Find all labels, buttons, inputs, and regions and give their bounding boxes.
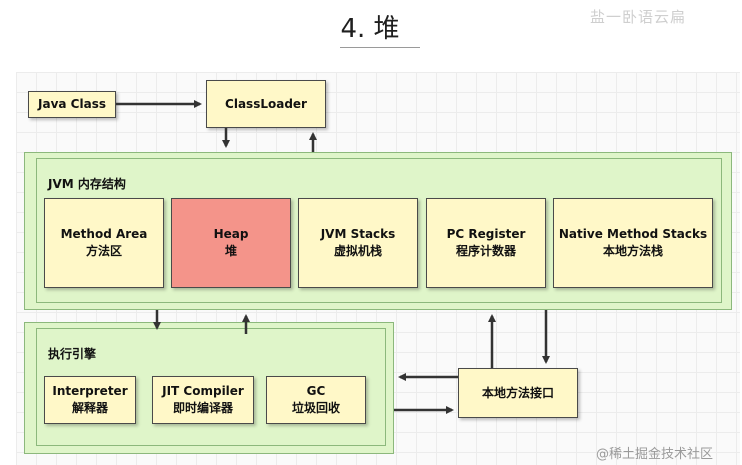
pc-register-box: PC Register 程序计数器 [426,198,546,288]
native-method-stacks-box: Native Method Stacks 本地方法栈 [553,198,713,288]
interpreter-label-zh: 解释器 [71,401,108,415]
method-area-box: Method Area 方法区 [44,198,164,288]
jit-compiler-box: JIT Compiler 即时编译器 [152,376,254,424]
page-title: 4. 堆 [340,14,400,44]
method-area-label-zh: 方法区 [85,244,122,258]
method-area-label-en: Method Area [60,227,148,241]
classloader-box: ClassLoader [206,80,326,128]
bottom-watermark: @稀土掘金技术社区 [596,447,714,462]
execution-engine-inner-frame [36,328,386,446]
execution-engine-label: 执行引擎 [48,347,97,361]
pc-register-label-zh: 程序计数器 [455,244,516,258]
native-method-stacks-label-en: Native Method Stacks [558,227,708,241]
gc-label-zh: 垃圾回收 [291,401,340,415]
native-interface-box: 本地方法接口 [458,368,578,418]
interpreter-label-en: Interpreter [52,384,128,398]
jit-compiler-label-en: JIT Compiler [162,384,244,398]
jvm-memory-inner-frame [36,158,722,303]
heap-box: Heap 堆 [171,198,291,288]
heap-label-zh: 堆 [224,244,237,258]
gc-label-en: GC [306,384,326,398]
jit-compiler-label-zh: 即时编译器 [172,401,233,415]
gc-box: GC 垃圾回收 [266,376,366,424]
jvm-stacks-label-zh: 虚拟机栈 [333,244,382,258]
top-watermark: 盐一卧语云扁 [590,8,687,26]
jvm-stacks-label-en: JVM Stacks [320,227,396,241]
classloader-label: ClassLoader [225,96,307,111]
java-class-label: Java Class [38,97,106,111]
native-method-stacks-label-zh: 本地方法栈 [602,244,663,258]
title-underline [340,47,420,48]
jvm-stacks-box: JVM Stacks 虚拟机栈 [298,198,418,288]
heap-label-en: Heap [213,227,249,241]
pc-register-label-en: PC Register [446,227,526,241]
interpreter-box: Interpreter 解释器 [44,376,136,424]
native-interface-label: 本地方法接口 [481,385,554,400]
jvm-memory-label: JVM 内存结构 [48,177,126,191]
java-class-box: Java Class [28,91,116,118]
